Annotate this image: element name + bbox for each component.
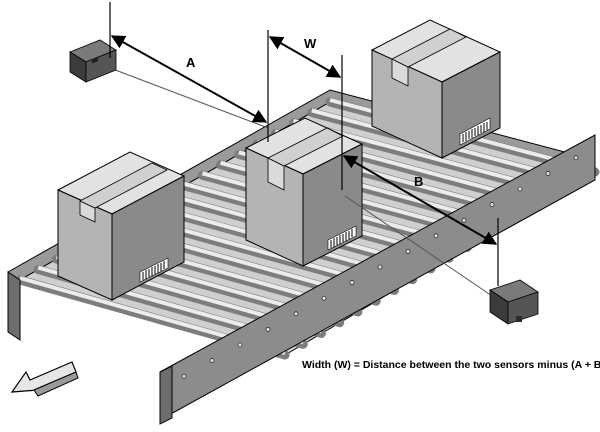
formula-caption: Width (W) = Distance between the two sen… [302,359,600,371]
box-right [370,19,502,159]
sensor-beam-left [109,67,269,129]
sensor-right [489,279,539,325]
arrow-w [268,36,342,78]
rail-bolt [349,280,355,285]
label-b: B [414,174,423,189]
dimension-arrows [110,35,498,245]
label-a: A [186,55,196,70]
barcode-label [459,117,491,146]
conveyor-left-leg [7,271,21,341]
box-left [56,151,186,301]
rail-bolt [545,171,551,176]
arrow-b [342,155,498,245]
box-middle [244,117,364,267]
rail-bolt [265,327,271,332]
rail-bolt [405,249,411,254]
rail-bolt [321,295,327,301]
box-middle-tape-top [267,127,344,167]
rail-bolt [461,217,467,223]
dimension-guides [109,2,499,286]
label-w: W [304,36,317,51]
rail-bolt [489,202,495,207]
rail-bolt [433,233,439,239]
sensor-left [69,39,117,83]
box-right-tape-top [391,28,467,68]
rail-bolt [181,373,187,379]
rail-bolt [377,264,383,270]
travel-direction-arrow-icon [10,361,79,397]
rail-bolt [293,311,299,317]
rail-bolt [209,358,215,363]
box-left-tape-top [79,162,168,209]
rail-bolt [237,342,243,348]
conveyor-front-leg [159,365,173,425]
arrow-a [110,35,268,123]
rail-bolt [573,155,579,161]
barcode-label [139,257,169,283]
rail-bolt [517,186,523,192]
